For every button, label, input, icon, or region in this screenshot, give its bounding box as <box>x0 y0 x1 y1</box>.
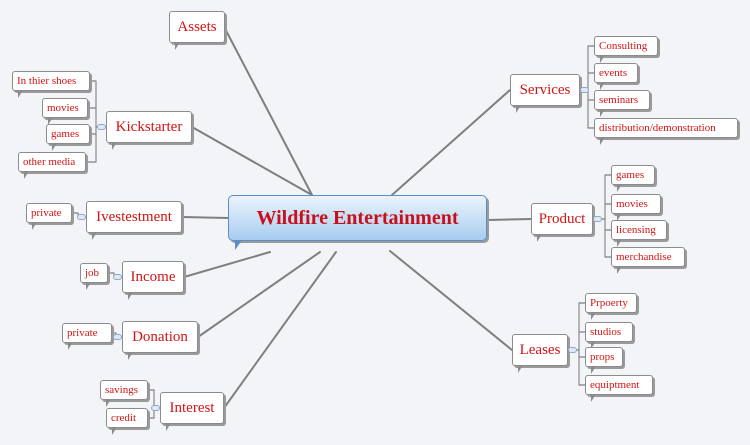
connector-donation <box>197 251 321 338</box>
connector-services <box>391 89 511 196</box>
subtopic-leases-0[interactable]: Prpoerty <box>585 293 637 320</box>
collapse-toggle-leases[interactable] <box>568 347 577 353</box>
connector-assets <box>224 27 313 196</box>
collapse-toggle-kickstarter[interactable] <box>97 124 106 130</box>
subtopic-donation-0[interactable]: private <box>62 323 112 350</box>
topic-interest[interactable]: Interest <box>160 392 224 431</box>
topic-services[interactable]: Services <box>510 74 580 113</box>
subtopic-services-2[interactable]: seminars <box>594 90 650 117</box>
collapse-toggle-income[interactable] <box>113 274 122 280</box>
subtopic-leases-1[interactable]: studios <box>585 322 633 349</box>
subtopic-services-0[interactable]: Consulting <box>594 36 658 63</box>
subtopic-product-3[interactable]: merchandise <box>611 247 685 274</box>
topic-product[interactable]: Product <box>531 203 593 242</box>
topic-kickstarter[interactable]: Kickstarter <box>106 111 192 150</box>
subtopic-product-0[interactable]: games <box>611 165 655 192</box>
connector-income <box>183 251 271 278</box>
subtopic-leases-2[interactable]: props <box>585 347 623 374</box>
connector-interest <box>223 251 337 409</box>
collapse-toggle-donation[interactable] <box>113 334 122 340</box>
subtopic-kickstarter-3[interactable]: other media <box>18 152 86 179</box>
collapse-toggle-ivestestment[interactable] <box>77 214 86 220</box>
subtopic-services-1[interactable]: events <box>594 63 638 90</box>
topic-donation[interactable]: Donation <box>122 321 198 360</box>
connector-product <box>486 218 532 221</box>
subtopic-kickstarter-0[interactable]: In thier shoes <box>12 71 90 98</box>
topic-ivestestment[interactable]: Ivestestment <box>86 201 182 240</box>
topic-assets[interactable]: Assets <box>169 11 225 50</box>
collapse-toggle-product[interactable] <box>593 216 602 222</box>
subtopic-product-1[interactable]: movies <box>611 194 661 221</box>
subtopic-interest-1[interactable]: credit <box>106 408 148 435</box>
subtopic-income-0[interactable]: job <box>80 263 108 290</box>
connector-kickstarter <box>191 126 313 196</box>
central-topic[interactable]: Wildfire Entertainment <box>228 195 487 250</box>
connector-ivestestment <box>181 216 229 219</box>
subtopic-leases-3[interactable]: equiptment <box>585 375 653 402</box>
subtopic-kickstarter-1[interactable]: movies <box>42 98 88 125</box>
topic-leases[interactable]: Leases <box>512 334 568 373</box>
collapse-toggle-interest[interactable] <box>151 405 160 411</box>
subtopic-kickstarter-2[interactable]: games <box>46 124 90 151</box>
subtopic-product-2[interactable]: licensing <box>611 220 667 247</box>
subtopic-interest-0[interactable]: savings <box>100 380 148 407</box>
subtopic-services-3[interactable]: distribution/demonstration <box>594 118 738 145</box>
collapse-toggle-services[interactable] <box>580 87 589 93</box>
topic-income[interactable]: Income <box>122 261 184 300</box>
connector-leases <box>389 250 513 351</box>
subtopic-ivestestment-0[interactable]: private <box>26 203 72 230</box>
